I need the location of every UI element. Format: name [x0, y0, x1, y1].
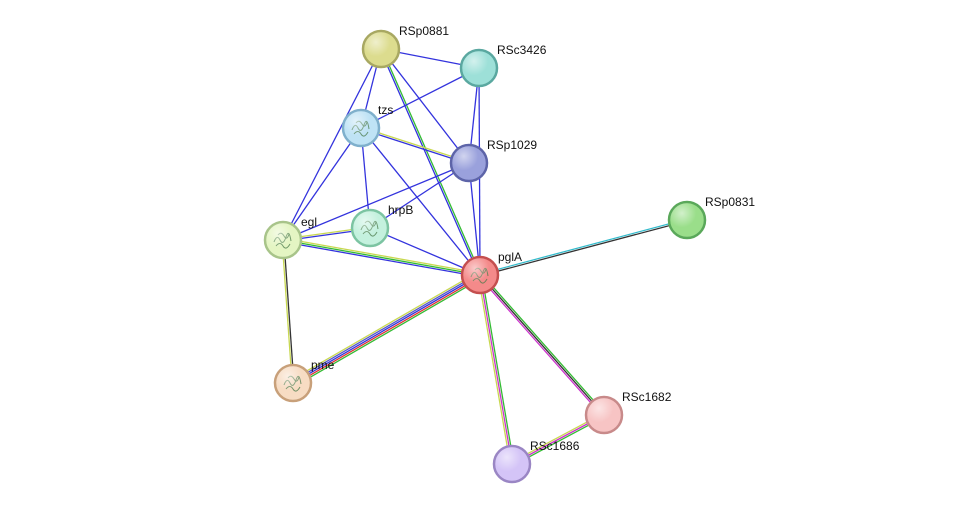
- node-pme[interactable]: pme: [273, 358, 335, 403]
- node-label: RSp1029: [487, 138, 537, 152]
- edge-line-magenta: [479, 274, 513, 465]
- edge-line-yellow: [290, 271, 479, 381]
- edge-line-dark: [479, 274, 605, 416]
- node-highlight: [587, 398, 621, 432]
- node-highlight: [495, 447, 529, 481]
- edge-pglA-RSc1686: [477, 274, 515, 465]
- node-highlight: [344, 111, 378, 145]
- edge-line-yellow: [477, 275, 511, 465]
- edge-line-blue: [282, 241, 480, 278]
- node-label: pglA: [498, 250, 522, 264]
- node-RSp1029[interactable]: RSp1029: [449, 138, 537, 183]
- node-pglA[interactable]: pglA: [460, 250, 522, 295]
- edge-line-blue: [360, 67, 480, 129]
- node-highlight: [463, 258, 497, 292]
- node-RSc1686[interactable]: RSc1686: [492, 439, 580, 484]
- edge-line-blue: [282, 162, 470, 241]
- edge-line-yellow: [283, 237, 481, 274]
- edge-RSp0881-egl: [282, 48, 382, 241]
- edge-hrpB-pglA: [369, 227, 481, 276]
- node-RSp0831[interactable]: RSp0831: [667, 195, 755, 240]
- node-label: egl: [301, 215, 317, 229]
- edge-line-green: [294, 277, 483, 387]
- edge-line-purple: [291, 272, 480, 383]
- node-label: RSc1682: [622, 390, 672, 404]
- node-highlight: [462, 51, 496, 85]
- edge-line-dark: [283, 239, 295, 383]
- edge-line-green: [282, 239, 481, 276]
- edge-pglA-RSc1682: [478, 273, 606, 417]
- node-label: tzs: [378, 103, 393, 117]
- edge-tzs-pglA: [360, 127, 481, 276]
- edge-pglA-pme: [290, 271, 483, 387]
- edge-line-blue: [360, 127, 481, 276]
- node-label: RSc3426: [497, 43, 547, 57]
- edge-RSp0881-RSp1029: [380, 48, 470, 164]
- node-RSp0881[interactable]: RSp0881: [361, 24, 449, 69]
- node-RSc1682[interactable]: RSc1682: [584, 390, 672, 435]
- node-label: hrpB: [388, 203, 413, 217]
- node-tzs[interactable]: tzs: [341, 103, 393, 148]
- edge-line-dark: [480, 220, 688, 277]
- edge-line-green: [481, 274, 515, 464]
- edge-line-yellow: [281, 240, 293, 384]
- node-label: RSp0831: [705, 195, 755, 209]
- edge-line-green: [480, 273, 606, 415]
- edge-line-blue: [379, 49, 480, 276]
- edge-line-blue: [282, 127, 362, 241]
- edge-RSp1029-egl: [282, 162, 470, 241]
- edge-pglA-RSp0831: [479, 218, 688, 277]
- edge-line-blue: [282, 48, 382, 241]
- node-hrpB[interactable]: hrpB: [350, 203, 413, 248]
- edge-line-blue: [369, 162, 470, 229]
- node-highlight: [266, 223, 300, 257]
- node-highlight: [452, 146, 486, 180]
- edge-RSp0881-pglA: [379, 48, 482, 276]
- edge-RSc3426-tzs: [360, 67, 480, 129]
- node-label: RSc1686: [530, 439, 580, 453]
- node-label: pme: [311, 358, 335, 372]
- node-highlight: [364, 32, 398, 66]
- edge-line-cyan: [479, 218, 687, 275]
- node-egl[interactable]: egl: [263, 215, 317, 260]
- edge-egl-pme: [281, 239, 295, 384]
- edge-line-blue: [380, 48, 470, 164]
- edge-line-red: [293, 275, 482, 386]
- edge-egl-pglA: [282, 237, 481, 278]
- node-RSc3426[interactable]: RSc3426: [459, 43, 547, 88]
- node-highlight: [670, 203, 704, 237]
- node-label: RSp0881: [399, 24, 449, 38]
- node-highlight: [353, 211, 387, 245]
- edge-line-blue: [369, 227, 481, 276]
- edge-line-green: [381, 48, 482, 275]
- edge-RSp1029-hrpB: [369, 162, 470, 229]
- edge-line-blue: [292, 274, 481, 384]
- node-highlight: [276, 366, 310, 400]
- edge-tzs-egl: [282, 127, 362, 241]
- edge-line-magenta: [478, 275, 604, 417]
